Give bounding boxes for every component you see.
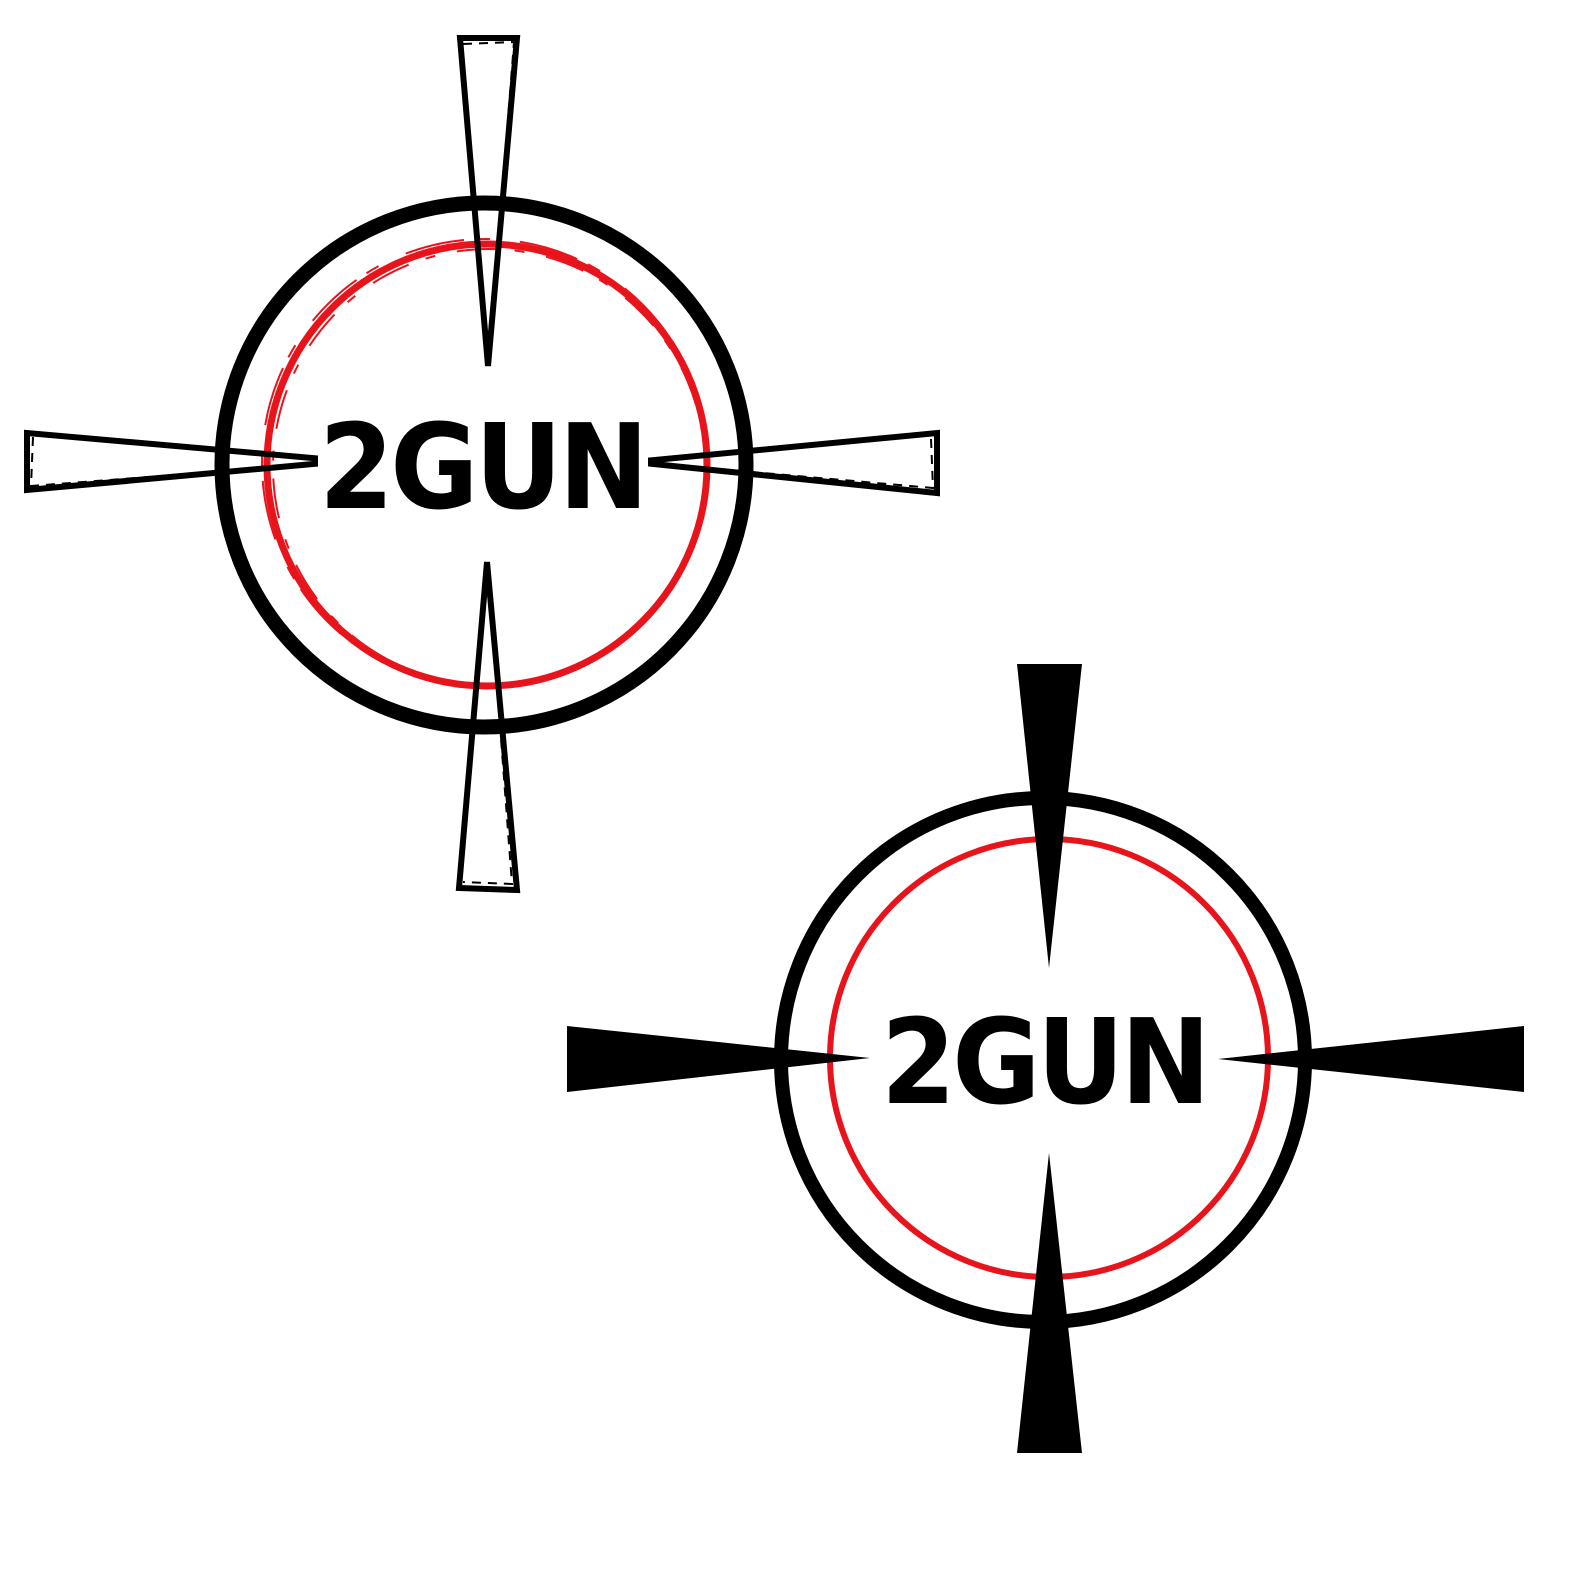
logo-rough-outer-ring (214, 195, 754, 735)
logo-clean-crosshair-bottom (1017, 1153, 1082, 1453)
logo-rough-crosshair-right (633, 429, 940, 497)
logo-rough-crosshair-bottom (455, 561, 521, 894)
logo-rough: 2GUN (24, 35, 940, 894)
logo-clean-crosshair-top (1017, 664, 1082, 968)
logo-rough-wordmark: 2GUN (319, 398, 645, 536)
logo-clean-wordmark: 2GUN (881, 993, 1207, 1131)
logo-rough-crosshair-top (456, 35, 521, 367)
logo-clean-text-backdrop (876, 1012, 1212, 1108)
logo-clean-crosshair-right (1218, 1026, 1524, 1092)
logo-rough-crosshair-left (24, 429, 347, 494)
logo-rough-inner-ring (261, 238, 711, 690)
logo-clean: 2GUN (567, 664, 1524, 1453)
logo-clean-crosshair-left (567, 1026, 870, 1092)
logo-rough-text-backdrop (318, 418, 648, 514)
